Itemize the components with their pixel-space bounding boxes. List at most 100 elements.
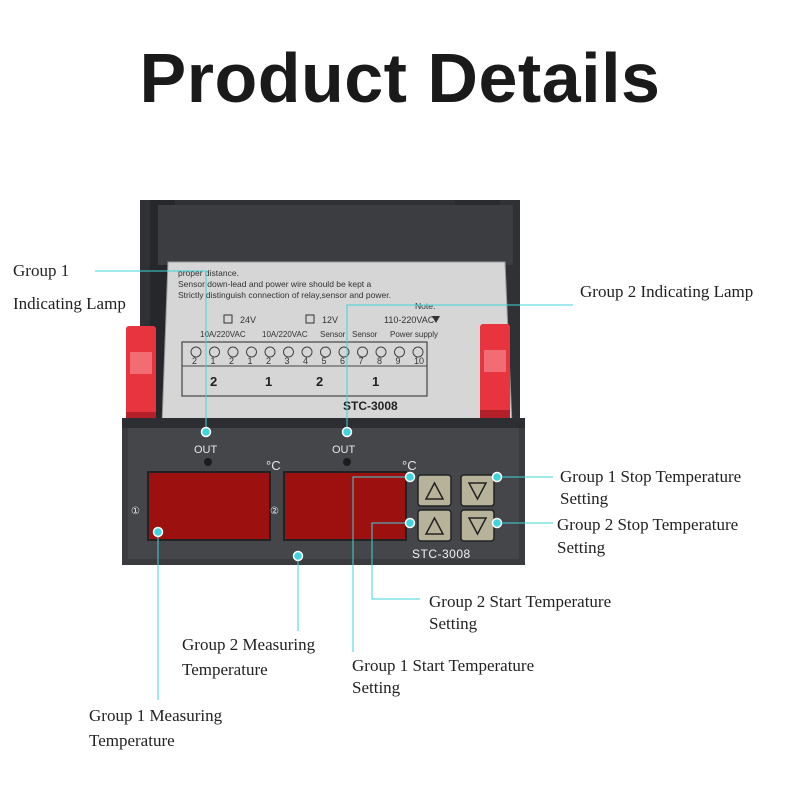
terminal-screw <box>301 346 313 358</box>
label-group2-lamp: Group 2 Indicating Lamp <box>580 282 754 301</box>
sticker-header-power: Power supply <box>390 330 438 339</box>
terminal-screw <box>209 346 220 358</box>
down-arrow-icon <box>467 517 488 536</box>
display-index-2: ② <box>270 506 279 517</box>
sticker-header-sensor-2: Sensor <box>320 330 346 339</box>
sticker-checkbox-24v <box>223 314 233 324</box>
sticker-group-label: 1 <box>265 374 272 389</box>
terminal-number: 3 <box>285 356 290 366</box>
sticker-notes: proper distance. Sensor down-lead and po… <box>178 268 435 311</box>
sticker-note-3: proper distance. <box>178 268 239 278</box>
sticker-note-2: Sensor down-lead and power wire should b… <box>178 279 372 289</box>
out-label-2: OUT <box>332 444 356 456</box>
label-group2-measuring-sub: Temperature <box>182 660 268 679</box>
front-bezel-top-edge <box>122 418 525 428</box>
terminal-screw <box>412 346 424 358</box>
group2-start-button[interactable] <box>417 509 452 542</box>
terminal-block-outline <box>181 341 428 397</box>
callout-dot <box>491 471 503 483</box>
housing-top-panel <box>158 205 513 265</box>
group1-measuring-display <box>147 471 271 541</box>
up-arrow-icon <box>424 516 445 535</box>
label-group1-start: Group 1 Start Temperature <box>352 656 535 675</box>
label-group1-measuring: Group 1 Measuring <box>89 706 223 725</box>
sticker-group-labels: 2 1 2 1 <box>210 374 379 389</box>
terminal-number: 1 <box>211 356 216 366</box>
group2-stop-button[interactable] <box>460 509 495 542</box>
group1-stop-button[interactable] <box>460 474 495 507</box>
group2-measuring-display <box>283 471 407 541</box>
terminal-screw <box>283 346 294 358</box>
face-model-label: STC-3008 <box>412 547 471 561</box>
label-group2-stop: Group 2 Stop Temperature <box>557 515 739 534</box>
label-group2-measuring: Group 2 Measuring <box>182 635 316 654</box>
terminal-number: 8 <box>377 356 382 366</box>
terminal-number: 9 <box>396 356 401 366</box>
sticker-group-label: 1 <box>372 374 379 389</box>
label-group2-stop-sub: Setting <box>557 538 606 557</box>
terminal-screw <box>246 346 257 358</box>
terminal-screw <box>357 346 368 358</box>
terminal-screw <box>375 346 387 358</box>
terminal-screw <box>227 346 239 358</box>
callout-dot <box>404 471 416 483</box>
sticker-voltages: 110-220VAC 12V 24V <box>223 314 440 325</box>
sticker-group-label: 2 <box>316 374 323 389</box>
terminal-number: 6 <box>340 356 345 366</box>
sticker-voltage-3: 24V <box>240 315 256 325</box>
sticker-group-label: 2 <box>210 374 217 389</box>
callout-line-group1-lamp <box>95 270 207 432</box>
up-arrow-icon <box>424 481 445 500</box>
label-group1-start-sub: Setting <box>352 678 401 697</box>
terminal-number: 10 <box>414 356 424 366</box>
callout-dot <box>200 426 212 438</box>
out-label-1: OUT <box>194 444 218 456</box>
terminal-number: 7 <box>359 356 364 366</box>
group1-start-button[interactable] <box>417 474 452 507</box>
sticker-checkbox-12v <box>305 314 315 324</box>
callout-dot <box>404 517 416 529</box>
sticker-model: STC-3008 <box>343 399 398 413</box>
degree-label-2: °C <box>402 458 417 473</box>
label-group1-lamp: Group 1 <box>13 261 70 280</box>
sticker-note-title: Note: <box>415 301 435 311</box>
sticker-check-mark <box>432 316 440 323</box>
sticker-header-relay-1: 10A/220VAC <box>262 330 308 339</box>
sticker-headers: Power supply Sensor Sensor 10A/220VAC 10… <box>200 330 438 339</box>
sticker-note-1: Strictly distinguish connection of relay… <box>178 290 391 300</box>
terminal-number: 2 <box>229 356 234 366</box>
callout-dots <box>152 426 503 562</box>
label-group2-start-sub: Setting <box>429 614 478 633</box>
bracket-left <box>126 326 156 421</box>
callout-line-group2-start <box>371 522 420 600</box>
label-group2-start: Group 2 Start Temperature <box>429 592 612 611</box>
group2-indicator-lamp <box>343 458 351 466</box>
callout-dot <box>341 426 353 438</box>
group1-indicator-lamp <box>204 458 212 466</box>
terminal-number: 1 <box>248 356 253 366</box>
terminal-screw <box>394 346 405 358</box>
sticker-voltage-2: 12V <box>322 315 338 325</box>
label-group1-stop: Group 1 Stop Temperature <box>560 467 742 486</box>
bracket-right <box>480 324 510 419</box>
label-group1-stop-sub: Setting <box>560 489 609 508</box>
terminal-screw <box>338 346 350 358</box>
down-arrow-icon <box>467 482 488 501</box>
callout-dot <box>152 526 164 538</box>
sticker-header-relay-2: 10A/220VAC <box>200 330 246 339</box>
display-index-1: ① <box>131 506 140 517</box>
degree-label-1: °C <box>266 458 281 473</box>
label-group1-lamp-sub: Indicating Lamp <box>13 294 126 313</box>
sticker-header-sensor-1: Sensor <box>352 330 378 339</box>
terminal-screw <box>320 346 331 358</box>
terminal-number: 2 <box>266 356 271 366</box>
sticker-voltage-1: 110-220VAC <box>384 315 435 325</box>
callout-dot <box>491 517 503 529</box>
terminal-screw <box>190 346 202 358</box>
callout-dot <box>292 550 304 562</box>
page-title: Product Details <box>139 39 661 117</box>
terminal-number: 5 <box>322 356 327 366</box>
callout-line-group1-start <box>352 476 410 652</box>
